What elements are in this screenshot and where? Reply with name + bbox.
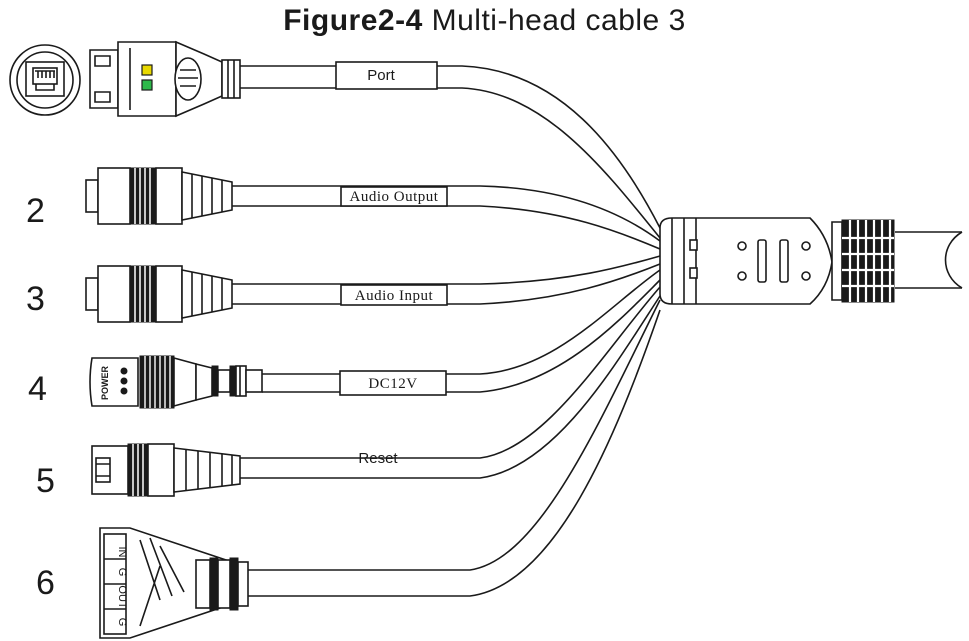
connector-numbers: 2 3 4 5 6 (26, 192, 55, 602)
terminal-g-2: G (116, 618, 128, 627)
terminal-out: OUT (116, 585, 128, 609)
number-5: 5 (36, 462, 55, 500)
terminal-block-connector: IN G OUT G (99, 527, 249, 639)
number-6: 6 (36, 564, 55, 602)
terminal-in: IN (116, 547, 128, 558)
number-3: 3 (26, 280, 45, 318)
reset-connector (91, 443, 241, 497)
terminal-g-1: G (116, 568, 128, 577)
power-connector: POWER (89, 355, 263, 409)
cable-wires (232, 65, 963, 597)
label-audio-output: Audio Output (350, 189, 439, 205)
label-reset: Reset (358, 450, 398, 467)
cable-hub (659, 217, 895, 305)
number-2: 2 (26, 192, 45, 230)
audio-input-connector (85, 265, 233, 323)
figure-caption: Multi-head cable 3 (431, 4, 686, 37)
label-port: Port (367, 67, 395, 84)
network-port-connector (9, 40, 241, 118)
number-4: 4 (28, 370, 47, 408)
label-dc12v: DC12V (368, 376, 417, 392)
power-marking: POWER (100, 365, 110, 400)
label-audio-input: Audio Input (355, 288, 434, 304)
figure-number: Figure2-4 (283, 4, 423, 37)
audio-output-connector (85, 167, 233, 225)
label-sleeves: Port Audio Output Audio Input DC12V Rese… (335, 61, 448, 467)
figure-title: Figure2-4 Multi-head cable 3 (0, 4, 969, 38)
